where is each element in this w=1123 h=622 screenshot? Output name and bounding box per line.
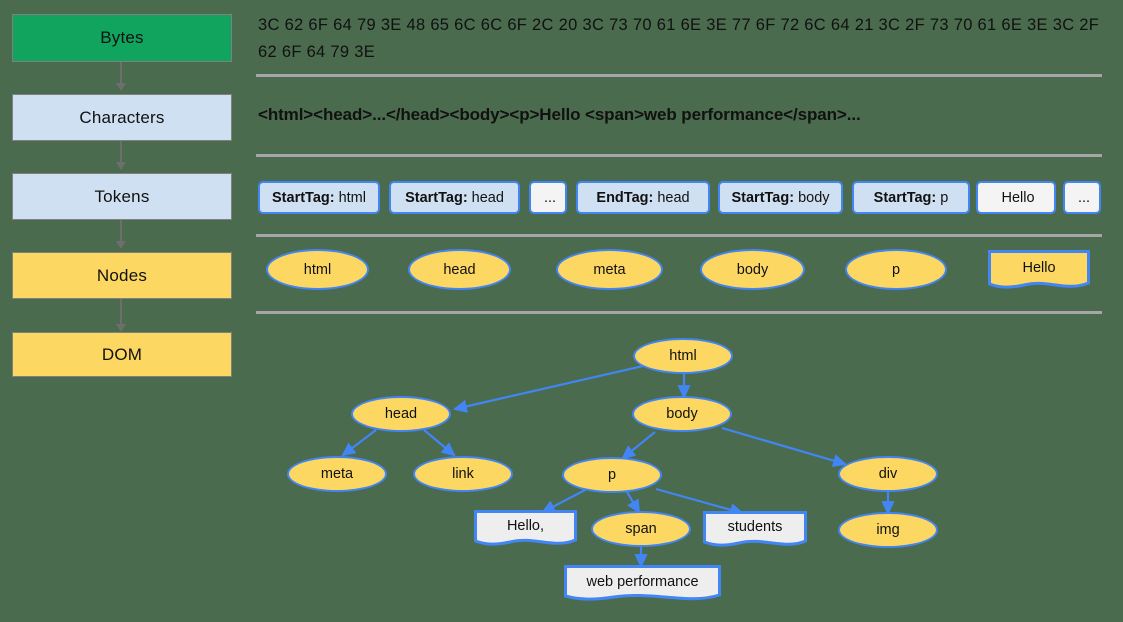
token-kind: StartTag:	[731, 189, 795, 206]
token-chip[interactable]: StartTag:body	[718, 181, 843, 214]
edge-head-link	[423, 429, 456, 457]
pipeline-arrow-bytes-to-characters	[116, 62, 126, 91]
note-shape-icon	[703, 511, 807, 547]
pipeline-stage-characters: Characters	[12, 94, 232, 141]
token-chip[interactable]: StartTag:html	[258, 181, 380, 214]
pipeline-stage-tokens: Tokens	[12, 173, 232, 220]
pipeline-stage-label: DOM	[101, 344, 143, 364]
token-kind: StartTag:	[272, 189, 335, 206]
node-chip-hello-text[interactable]: Hello	[988, 250, 1090, 291]
tree-node-label: img	[876, 522, 900, 538]
token-chip[interactable]: StartTag:head	[389, 181, 520, 214]
pipeline-arrow-characters-to-tokens	[116, 141, 126, 170]
tree-node-webperformance-text[interactable]: web performance	[564, 565, 721, 604]
node-chip-label: Hello	[1022, 259, 1056, 276]
pipeline-arrow-nodes-to-dom	[116, 299, 126, 332]
tree-node-label: link	[452, 466, 474, 482]
token-chip-ellipsis[interactable]: ...	[529, 181, 567, 214]
node-chip-label: meta	[593, 261, 626, 278]
token-value: head	[471, 189, 504, 206]
token-value: html	[338, 189, 366, 206]
token-chip[interactable]: StartTag:p	[852, 181, 970, 214]
bytes-hex-string: 3C 62 6F 64 79 3E 48 65 6C 6C 6F 2C 20 3…	[258, 16, 1100, 61]
tree-node-div[interactable]: div	[838, 456, 938, 492]
divider-characters-tokens	[256, 154, 1102, 157]
tree-node-label: web performance	[586, 573, 699, 590]
token-chip[interactable]: EndTag:head	[576, 181, 710, 214]
tree-node-hello-text[interactable]: Hello,	[474, 510, 577, 548]
pipeline-stage-dom: DOM	[12, 332, 232, 377]
edge-body-p	[621, 431, 656, 460]
tree-node-body[interactable]: body	[632, 396, 732, 432]
pipeline-arrow-tokens-to-nodes	[116, 220, 126, 249]
tree-node-p[interactable]: p	[562, 457, 662, 493]
tree-node-label: head	[384, 406, 418, 422]
note-shape-icon	[988, 250, 1090, 289]
node-chip-p[interactable]: p	[845, 249, 947, 290]
tree-node-students-text[interactable]: students	[703, 511, 807, 549]
divider-bytes-characters	[256, 74, 1102, 77]
token-value: body	[798, 189, 830, 206]
tree-node-img[interactable]: img	[838, 512, 938, 548]
pipeline-stage-label: Tokens	[94, 186, 150, 206]
tree-node-link[interactable]: link	[413, 456, 513, 492]
edge-head-meta	[341, 429, 377, 457]
tree-node-label: students	[727, 519, 783, 535]
node-chip-label: head	[443, 261, 476, 278]
tree-node-meta[interactable]: meta	[287, 456, 387, 492]
tree-node-head[interactable]: head	[351, 396, 451, 432]
tree-node-label: meta	[320, 466, 354, 482]
token-value: Hello	[1001, 189, 1035, 206]
edge-html-head	[452, 364, 644, 413]
token-value: p	[940, 189, 949, 206]
edge-p-span	[626, 491, 641, 514]
token-kind: StartTag:	[405, 189, 468, 206]
tree-node-label: span	[625, 521, 657, 537]
divider-nodes-dom	[256, 311, 1102, 314]
pipeline-stage-label: Bytes	[100, 28, 144, 47]
edge-p-hello	[541, 489, 586, 514]
node-chip-body[interactable]: body	[700, 249, 805, 290]
token-kind: StartTag:	[873, 189, 937, 206]
divider-tokens-nodes	[256, 234, 1102, 237]
node-chip-label: body	[736, 261, 769, 278]
node-chip-label: p	[891, 261, 901, 278]
node-chip-label: html	[303, 261, 332, 278]
pipeline-stage-label: Nodes	[96, 265, 148, 285]
pipeline-stage-bytes: Bytes	[12, 14, 232, 62]
tree-node-label: div	[878, 466, 898, 482]
note-shape-icon	[564, 565, 721, 601]
node-chip-head[interactable]: head	[408, 249, 511, 290]
token-value: ...	[543, 189, 557, 206]
pipeline-stage-nodes: Nodes	[12, 252, 232, 299]
tree-node-label: Hello,	[506, 518, 545, 534]
tree-node-html[interactable]: html	[633, 338, 733, 374]
pipeline-stage-label: Characters	[79, 107, 165, 127]
node-chip-html[interactable]: html	[266, 249, 369, 290]
edge-body-div	[721, 426, 848, 467]
edge-p-students	[655, 487, 745, 517]
node-chip-meta[interactable]: meta	[556, 249, 663, 290]
token-chip-ellipsis[interactable]: ...	[1063, 181, 1101, 214]
token-value: ...	[1077, 189, 1091, 206]
tree-node-label: p	[607, 467, 617, 483]
tree-node-label: html	[669, 348, 697, 364]
token-kind: EndTag:	[596, 189, 654, 206]
token-value: head	[657, 189, 690, 206]
token-chip-text[interactable]: Hello	[976, 181, 1056, 214]
characters-markup-string: <html><head>...</head><body><p>Hello <sp…	[258, 105, 861, 124]
tree-node-label: body	[666, 406, 698, 422]
tree-node-span[interactable]: span	[591, 511, 691, 547]
note-shape-icon	[474, 510, 577, 546]
